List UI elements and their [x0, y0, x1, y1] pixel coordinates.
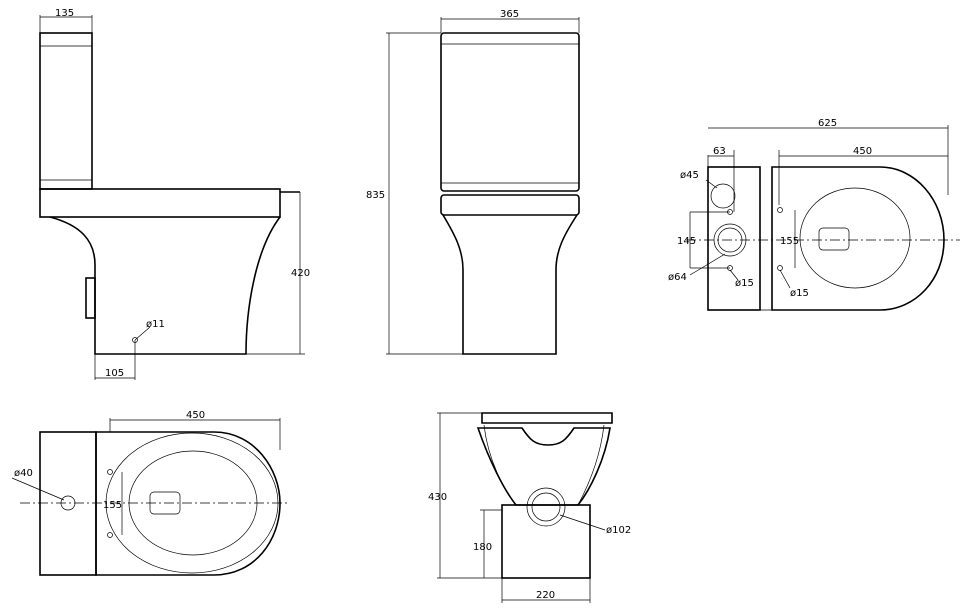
front-rim: [440, 194, 580, 216]
rear-dim-220: 220: [536, 590, 555, 601]
top-dim-64: ø64: [668, 272, 687, 283]
plan-dim-450: 450: [186, 410, 205, 421]
top-dim-15b: ø15: [790, 288, 809, 299]
rear-view: 430 ø102 180 220: [428, 412, 631, 603]
top-dim-45: ø45: [680, 170, 699, 181]
rear-dim-102: ø102: [606, 525, 631, 536]
rear-rim: [481, 412, 613, 424]
plan-view: 450 ø40 155: [11, 410, 290, 576]
side-dim-420: 420: [291, 268, 310, 279]
plan-dim-40: ø40: [14, 468, 33, 479]
side-bowl: [49, 216, 281, 355]
side-dim-11: ø11: [146, 319, 165, 330]
top-dim-63: 63: [713, 146, 726, 157]
front-view: 365 835: [366, 9, 580, 355]
front-dim-835: 835: [366, 190, 385, 201]
front-cistern: [440, 32, 580, 192]
rear-dim-430: 430: [428, 492, 447, 503]
side-cistern: [39, 32, 93, 190]
top-dim-450: 450: [853, 146, 872, 157]
rear-dim-180: 180: [473, 542, 492, 553]
top-dim-625: 625: [818, 118, 837, 129]
plan-dim-155: 155: [103, 500, 122, 511]
front-dim-365: 365: [500, 9, 519, 20]
side-dim-105: 105: [105, 368, 124, 379]
top-dim-155: 155: [780, 236, 799, 247]
side-dim-135: 135: [55, 8, 74, 19]
side-rim: [39, 188, 281, 218]
top-dim-145: 145: [677, 236, 696, 247]
side-view: 135 420 ø11 105: [39, 8, 310, 380]
plan-cistern: [39, 431, 97, 576]
top-dim-15a: ø15: [735, 278, 754, 289]
top-right-view: 625 63 450 ø45 145 155 ø64 ø15 ø15: [668, 118, 960, 311]
rear-base: [501, 504, 591, 579]
front-pedestal: [442, 214, 578, 355]
